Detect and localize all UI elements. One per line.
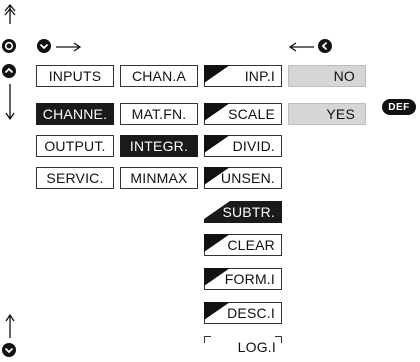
menu-item-label: INP.I [244,68,275,84]
left-button-icon[interactable] [318,39,332,53]
submenu-marker-icon [204,103,230,121]
option-label: YES [326,106,355,122]
menu-item-label: CLEAR [227,237,275,253]
menu-item-clear[interactable]: CLEAR [204,234,282,256]
down-button-icon[interactable] [2,343,16,357]
arrow-down-icon [5,84,15,121]
menu-item-channe[interactable]: CHANNE. [36,103,114,125]
menu-item-label: SCALE [228,106,275,122]
submenu-marker-icon [204,234,230,252]
menu-item-output[interactable]: OUTPUT. [36,135,114,157]
menu-item-scale[interactable]: SCALE [204,103,282,125]
arrow-right-icon [56,42,82,52]
enter-button-icon[interactable] [2,39,16,53]
menu-item-label: FORM.I [224,271,275,287]
submenu-marker-icon [204,135,230,153]
menu-item-mat-fn[interactable]: MAT.FN. [120,103,198,125]
menu-item-chan-a[interactable]: CHAN.A [120,65,198,87]
submenu-marker-icon [204,302,230,320]
menu-item-label: OUTPUT. [44,138,106,154]
arrow-left-icon [288,42,314,52]
arrow-up-icon [4,3,16,24]
menu-item-desc-i[interactable]: DESC.I [204,302,282,324]
menu-item-integr[interactable]: INTEGR. [120,135,198,157]
menu-item-label: CHAN.A [131,68,187,84]
menu-item-label: MAT.FN. [131,106,187,122]
menu-item-label: LOG.I [237,339,276,355]
def-badge-label: DEF [388,101,410,113]
menu-item-unsen[interactable]: UNSEN. [204,167,282,189]
menu-item-minmax[interactable]: MINMAX [120,167,198,189]
menu-item-inp-i[interactable]: INP.I [204,65,282,87]
option-yes[interactable]: YES [288,103,366,125]
up-button-icon[interactable] [2,64,16,78]
menu-item-label: DESC.I [227,305,275,321]
def-badge: DEF [382,99,416,115]
submenu-marker-icon [204,167,230,185]
menu-item-label: INTEGR. [129,138,189,154]
menu-item-label: DIVID. [232,138,275,154]
menu-item-label: SERVIC. [46,170,104,186]
menu-item-divid[interactable]: DIVID. [204,135,282,157]
down-button-top-icon[interactable] [37,39,51,53]
menu-item-form-i[interactable]: FORM.I [204,268,282,290]
menu-item-label: CHANNE. [42,106,108,122]
menu-item-label: UNSEN. [220,170,275,186]
submenu-marker-icon [204,268,230,286]
submenu-marker-icon [204,201,230,219]
menu-item-label: MINMAX [130,170,188,186]
option-no[interactable]: NO [288,65,366,87]
arrow-up-small-icon [5,313,15,338]
option-label: NO [333,68,355,84]
menu-item-label: INPUTS [48,68,102,84]
menu-item-servic[interactable]: SERVIC. [36,167,114,189]
menu-item-subtr[interactable]: SUBTR. [204,201,282,223]
submenu-marker-icon [204,65,230,83]
menu-item-label: SUBTR. [222,204,275,220]
menu-item-inputs[interactable]: INPUTS [36,65,114,87]
menu-item-log-i[interactable]: LOG.I [204,336,282,358]
